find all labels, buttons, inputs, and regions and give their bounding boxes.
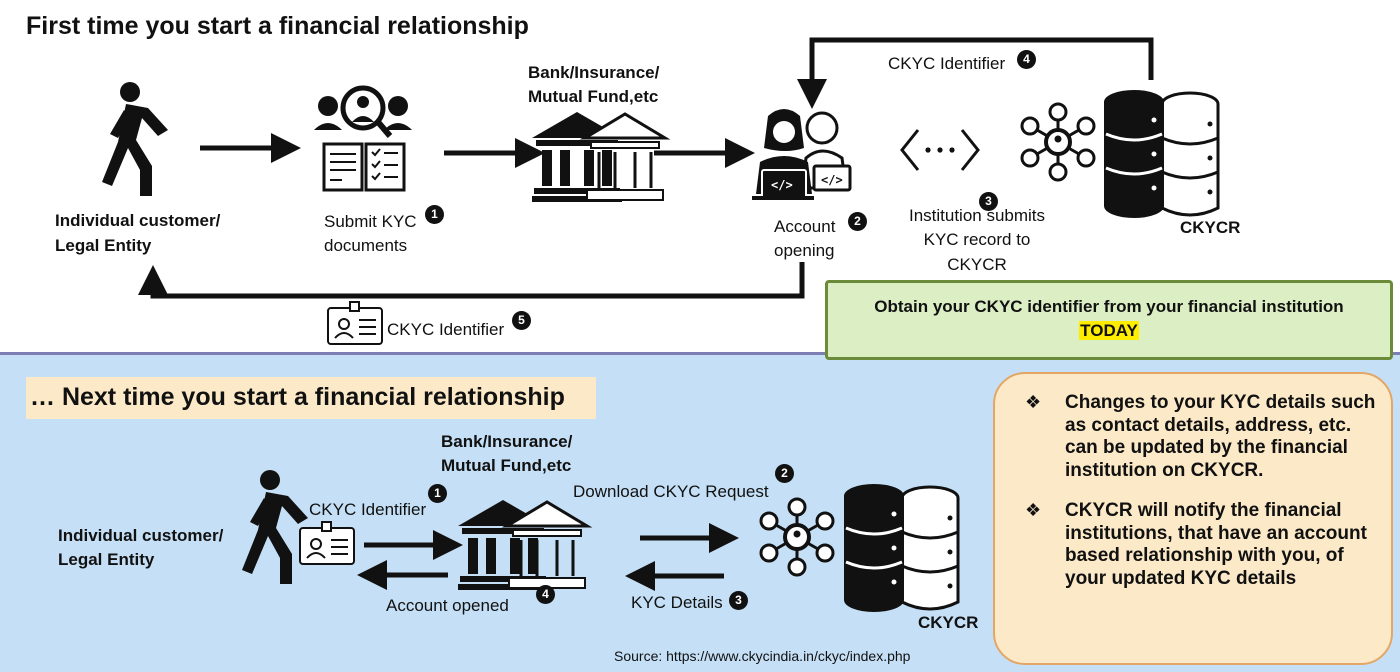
- banner-text: Obtain your CKYC identifier from your fi…: [874, 297, 1344, 316]
- ckyc-identifier-label: CKYC Identifier: [309, 500, 427, 519]
- individual-label-line2: Legal Entity: [55, 236, 152, 255]
- bottom-title-box: [26, 377, 596, 419]
- institution-submits-line2: KYC record to: [923, 230, 1031, 249]
- submit-kyc-line1: Submit KYC: [324, 212, 417, 231]
- step-badge-3: 3: [979, 192, 998, 211]
- source-label: Source: https://www.ckycindia.in/ckyc/in…: [614, 648, 911, 664]
- walking-person-icon: [102, 82, 168, 196]
- ckyc-banner: Obtain your CKYC identifier from your fi…: [825, 280, 1393, 360]
- svg-text:</>: </>: [821, 173, 843, 187]
- top-title: First time you start a financial relatio…: [26, 12, 529, 40]
- bank-label-line2: Mutual Fund,etc: [528, 87, 659, 106]
- id-card-icon: [327, 301, 383, 345]
- database-outline-icon: [900, 485, 960, 611]
- network-hub-icon: [759, 497, 835, 577]
- account-opening-line2: opening: [774, 241, 835, 260]
- info-bullet: ❖ Changes to your KYC details such as co…: [1025, 392, 1377, 482]
- bank-label-line1: Bank/Insurance/: [528, 63, 660, 82]
- database-outline-icon: [1160, 91, 1220, 217]
- step-badge-1: 1: [425, 205, 444, 224]
- step-badge-5: 5: [512, 311, 531, 330]
- step-badge-4: 4: [1017, 50, 1036, 69]
- bottom-title: … Next time you start a financial relati…: [30, 383, 565, 411]
- ckyc-identifier-top-label: CKYC Identifier: [888, 54, 1006, 73]
- step-badge-1: 1: [428, 484, 447, 503]
- developers-icon: </> </>: [752, 109, 852, 200]
- bank-label-line2: Mutual Fund,etc: [441, 456, 572, 475]
- banner-highlight: TODAY: [1079, 321, 1139, 340]
- institution-submits-line3: CKYCR: [947, 255, 1007, 274]
- section-divider: [0, 352, 1400, 355]
- database-icon: [1102, 88, 1166, 220]
- step-badge-3: 3: [729, 591, 748, 610]
- bullet-diamond-icon: ❖: [1025, 392, 1042, 412]
- walking-person-icon: [242, 470, 308, 584]
- bank-label-line1: Bank/Insurance/: [441, 432, 573, 451]
- step-badge-4: 4: [536, 585, 555, 604]
- arrow-ckycr-to-account: [797, 37, 1154, 109]
- info-bullet-text: Changes to your KYC details such as cont…: [1065, 392, 1376, 481]
- submit-kyc-line2: documents: [324, 236, 408, 255]
- info-box: ❖ Changes to your KYC details such as co…: [993, 372, 1393, 665]
- id-card-icon: [299, 521, 355, 565]
- individual-label-line2: Legal Entity: [58, 550, 155, 569]
- database-icon: [842, 482, 906, 614]
- network-hub-icon: [1020, 102, 1096, 182]
- code-brackets-icon: [900, 129, 980, 171]
- ckyc-identifier-return-label: CKYC Identifier: [387, 320, 505, 339]
- individual-label-line1: Individual customer/: [58, 526, 224, 545]
- institution-submits-line1: Institution submits: [908, 206, 1046, 225]
- download-request-label: Download CKYC Request: [573, 482, 769, 501]
- ckycr-label: CKYCR: [1180, 218, 1241, 237]
- account-opening-line1: Account: [774, 217, 836, 236]
- individual-label-line1: Individual customer/: [55, 211, 221, 230]
- svg-text:</>: </>: [771, 178, 793, 192]
- ckycr-label: CKYCR: [918, 613, 979, 632]
- bullet-diamond-icon: ❖: [1025, 500, 1042, 520]
- step-badge-2: 2: [775, 464, 794, 483]
- account-opened-label: Account opened: [386, 596, 509, 615]
- kyc-documents-icon: [314, 85, 412, 192]
- info-bullet: ❖ CKYCR will notify the financial instit…: [1025, 500, 1377, 590]
- info-bullet-text: CKYCR will notify the financial institut…: [1065, 500, 1367, 589]
- step-badge-2: 2: [848, 212, 867, 231]
- arrow-account-to-customer: [138, 262, 805, 299]
- kyc-details-label: KYC Details: [631, 593, 723, 612]
